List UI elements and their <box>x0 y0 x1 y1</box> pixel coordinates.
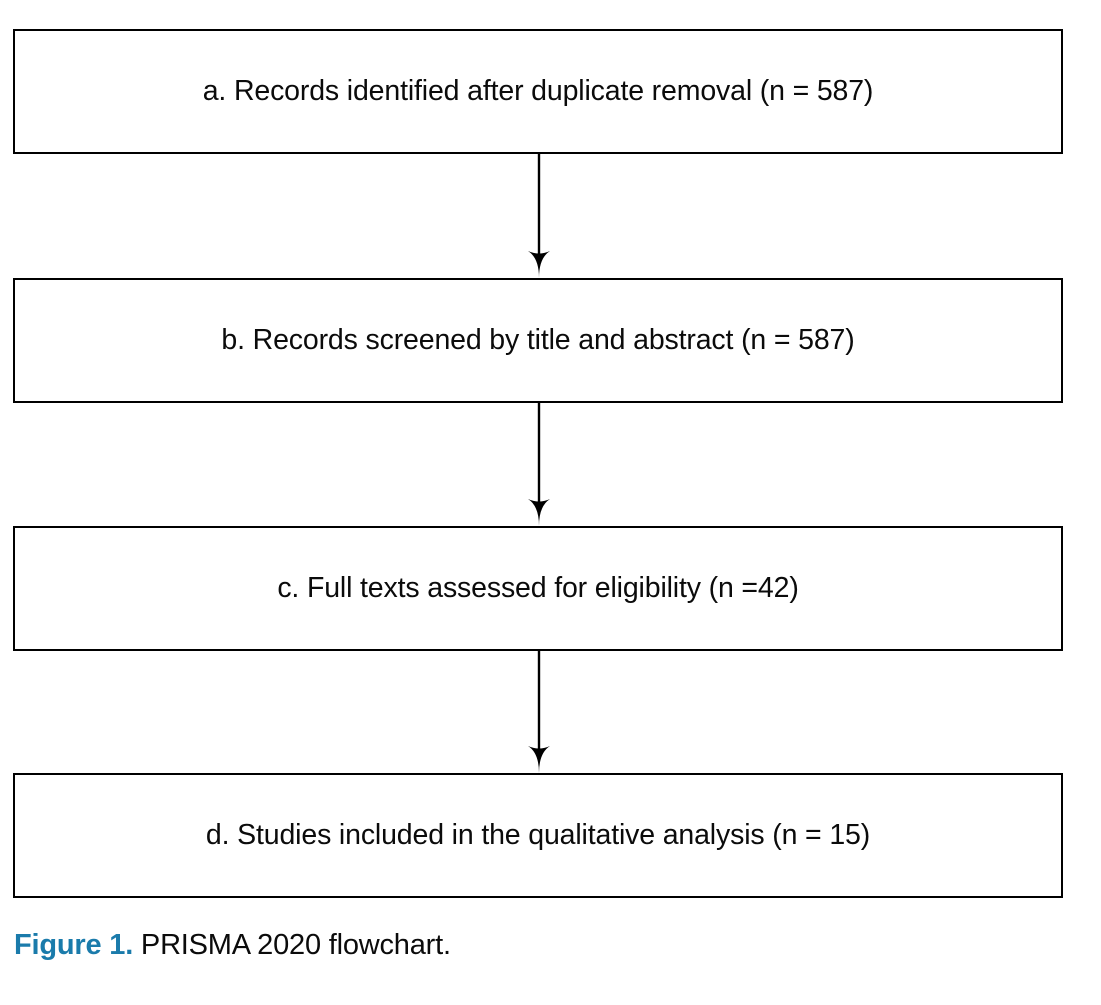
flowchart-node-c-label: c. Full texts assessed for eligibility (… <box>277 572 799 605</box>
flowchart-node-a-label: a. Records identified after duplicate re… <box>202 75 874 108</box>
flowchart-node-b-label: b. Records screened by title and abstrac… <box>221 324 855 357</box>
flowchart-arrow-c-to-d <box>527 650 551 773</box>
flowchart-node-d: d. Studies included in the qualitative a… <box>13 773 1063 898</box>
flowchart-node-a: a. Records identified after duplicate re… <box>13 29 1063 154</box>
figure-caption-text: PRISMA 2020 flowchart. <box>133 929 451 961</box>
figure-caption-text-value: PRISMA 2020 flowchart. <box>140 929 451 961</box>
flowchart-node-c: c. Full texts assessed for eligibility (… <box>13 526 1063 651</box>
flowchart-arrow-b-to-c <box>527 403 551 526</box>
flowchart-node-b: b. Records screened by title and abstrac… <box>13 278 1063 403</box>
figure-caption: Figure 1. PRISMA 2020 flowchart. <box>14 925 451 965</box>
figure-caption-label: Figure 1. <box>14 929 134 961</box>
flowchart-node-d-label: d. Studies included in the qualitative a… <box>205 819 871 852</box>
flowchart-arrow-a-to-b <box>527 154 551 278</box>
